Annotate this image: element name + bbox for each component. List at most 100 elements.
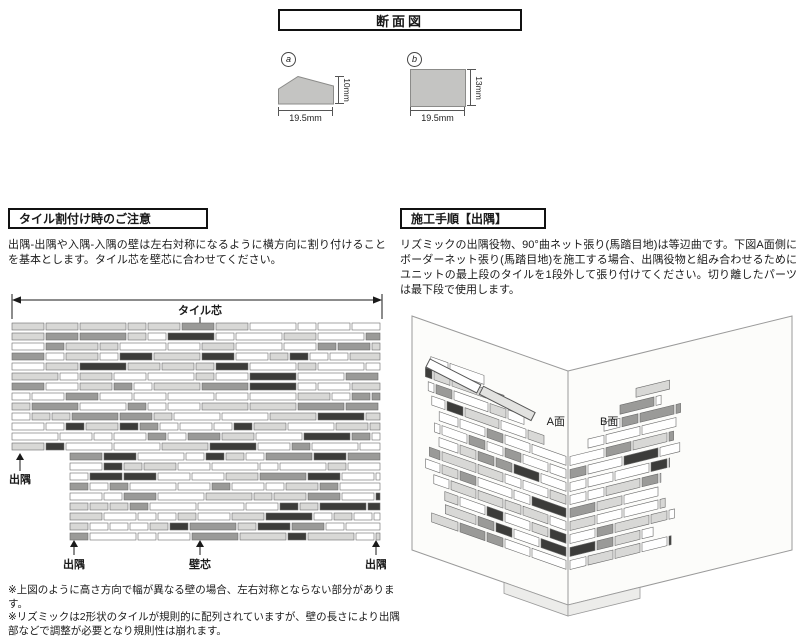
tile-strip (123, 462, 143, 471)
tile-strip (265, 452, 313, 461)
tile-strip (641, 417, 677, 436)
tile-strip (450, 480, 477, 500)
arrowhead-corner-bl (70, 540, 78, 547)
tile-strip (69, 532, 89, 541)
tile-strip (569, 502, 596, 518)
tile-strip (201, 402, 249, 411)
tile-strip (513, 489, 531, 506)
tile-strip (444, 504, 477, 526)
tile-strip (668, 508, 675, 520)
arrowhead-corner-left (16, 453, 24, 460)
tile-strip (587, 434, 605, 449)
tile-strip (429, 446, 441, 461)
tile-strip (167, 392, 215, 401)
tile-strip (297, 322, 317, 331)
tile-strip (93, 432, 113, 441)
tile-strip (614, 542, 641, 559)
tile-strip (641, 526, 654, 540)
dimension-lines (11, 294, 383, 323)
tile-strip (197, 512, 231, 521)
tile-strip (459, 444, 477, 461)
tile-strip (351, 382, 381, 391)
tile-strip (209, 442, 257, 451)
tile-strip (147, 372, 195, 381)
tile-strip (347, 462, 381, 471)
tile-strip (127, 402, 147, 411)
tile-strip (317, 322, 351, 331)
circled-a-marker: a (281, 52, 296, 67)
tile-strip (143, 462, 177, 471)
tile-strip (287, 422, 335, 431)
tile-strip (153, 412, 173, 421)
tile-strip (614, 514, 650, 533)
tile-strip (369, 422, 381, 431)
leader-lines (19, 459, 377, 555)
tile-strip (659, 497, 666, 509)
tile-strip (189, 522, 237, 531)
removed-tile-strip (425, 358, 536, 422)
tile-strip (531, 443, 567, 466)
tile-profile-b (410, 69, 466, 107)
tile-strip (45, 382, 79, 391)
tile-strip (650, 510, 668, 524)
tile-strip (569, 541, 596, 557)
tile-strip (167, 342, 201, 351)
tile-strip (655, 394, 662, 406)
tile-strip (211, 462, 259, 471)
tile-strip (351, 322, 381, 331)
arrowhead-right (373, 296, 382, 304)
tile-strip (504, 499, 522, 515)
tile-strip (79, 402, 127, 411)
tile-strip (675, 403, 681, 414)
tile-strip (245, 502, 279, 511)
tile-strip (596, 523, 614, 538)
tile-strip (339, 482, 381, 491)
tile-strip (99, 352, 119, 361)
tile-strip (157, 492, 205, 501)
tile-strip (169, 522, 189, 531)
tile-strip (504, 473, 522, 489)
tile-strip (639, 404, 675, 423)
tile-strip (329, 352, 349, 361)
tile-strip (65, 352, 99, 361)
tile-strip (255, 432, 303, 441)
tile-strip (235, 342, 283, 351)
tile-strip (249, 362, 297, 371)
tile-strip (425, 458, 441, 474)
tile-strip (504, 434, 531, 454)
tile-strip (119, 352, 153, 361)
tile-strip (444, 491, 459, 506)
tile-strip (313, 452, 347, 461)
tile-strip (65, 422, 85, 431)
tile-strip (249, 382, 297, 391)
tile-strip (45, 332, 79, 341)
tile-strip (69, 472, 89, 481)
procedure-body: リズミックの出隅役物、90°曲ネット張り(馬踏目地)は等辺曲です。下図A面側にボ… (400, 239, 797, 296)
base-edge-right (567, 586, 641, 617)
circled-b-marker: b (407, 52, 422, 67)
tile-strip (285, 482, 319, 491)
tile-strip (477, 489, 504, 509)
tile-strip (427, 381, 435, 394)
tile-strip (129, 522, 149, 531)
tile-strip (351, 392, 371, 401)
tile-strip (11, 442, 45, 451)
tile-strip (11, 402, 31, 411)
tile-strip (614, 462, 650, 481)
tile-strip (99, 392, 133, 401)
tile-strip (215, 372, 249, 381)
tile-strip (632, 432, 668, 451)
tile-strip (119, 422, 139, 431)
tile-strip (69, 522, 89, 531)
tile-strip (173, 412, 221, 421)
corner-installation-diagram: A面 B面 (411, 315, 793, 617)
tile-strip (441, 451, 477, 474)
tile-strip (89, 532, 137, 541)
tile-strip (351, 432, 371, 441)
tile-strip (231, 482, 265, 491)
tile-strip (504, 512, 531, 532)
tile-strip (659, 442, 681, 457)
tile-strip (153, 382, 201, 391)
tile-strip (147, 432, 167, 441)
